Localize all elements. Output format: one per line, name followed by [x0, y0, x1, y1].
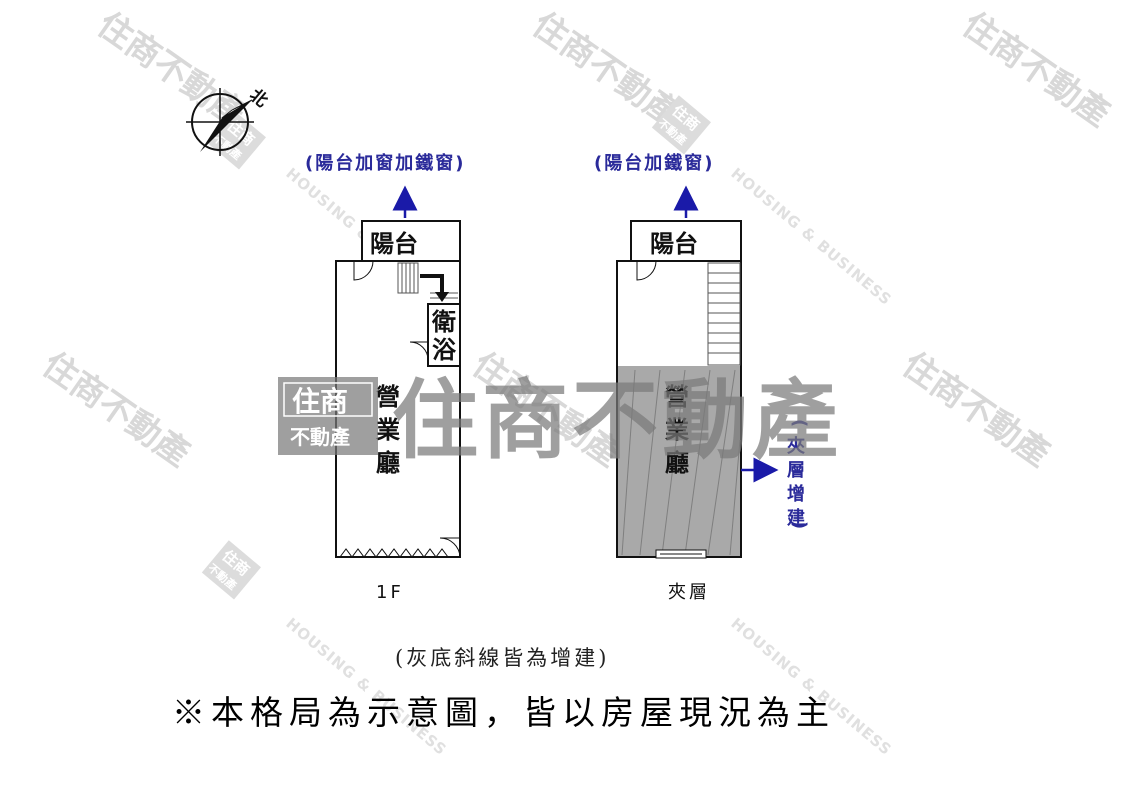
- stair-direction-arrow-icon: [420, 274, 444, 294]
- side-note-open-paren: (: [789, 419, 810, 429]
- right-balcony: [630, 220, 742, 262]
- right-floor-label: 夾層: [668, 582, 710, 603]
- compass-north-label: 北: [245, 85, 271, 111]
- watermark-english-text: HOUSING & BUSINESS: [727, 614, 895, 759]
- door-swing-icon: [439, 537, 461, 558]
- right-balcony-note: (陽台加鐵窗): [594, 152, 714, 174]
- watermark-english-text: HOUSING & BUSINESS: [727, 164, 895, 309]
- right-hall-label-line2: 業: [665, 416, 689, 444]
- left-floor-label: 1F: [376, 582, 404, 603]
- left-balcony-label: 陽台: [370, 230, 418, 258]
- watermark-logo-top: 住商: [292, 385, 348, 418]
- door-swing-icon: [353, 260, 374, 281]
- side-note-close-paren: ): [789, 521, 810, 531]
- watermark-brand-text: 住商不動產: [955, 5, 1117, 135]
- watermark-logo-small: 住商 不動產: [201, 540, 261, 600]
- door-swing-icon: [636, 260, 657, 281]
- watermark-brand-big: 住商不動產: [392, 371, 842, 471]
- right-balcony-label: 陽台: [650, 230, 698, 258]
- side-note-char-3: 增: [787, 483, 807, 505]
- left-balcony-note: (陽台加窗加鐵窗): [305, 152, 465, 174]
- side-note-char-2: 層: [787, 460, 807, 481]
- mezzanine-extension-area: [618, 366, 741, 556]
- door-swing-icon: [409, 341, 429, 361]
- left-hall-label-line1: 營: [376, 383, 400, 411]
- left-bathroom: [427, 303, 461, 367]
- compass-needle-icon: [200, 100, 252, 152]
- rolling-shutter-icon: [339, 548, 449, 558]
- right-hall-label-line3: 廳: [665, 449, 689, 477]
- front-window-icon: [655, 549, 707, 559]
- watermark-logo-small: 住商 不動產: [651, 95, 711, 155]
- right-hall-label-line1: 營: [665, 383, 689, 411]
- bathroom-label-line2: 浴: [432, 336, 457, 364]
- plan-mezzanine: (陽台加鐵窗) 陽台 營: [594, 152, 810, 603]
- center-watermark: 住商 不動產 住商不動產: [278, 371, 842, 471]
- watermark-brand-text: 住商不動產: [895, 345, 1057, 475]
- left-balcony: [361, 220, 461, 262]
- watermark-brand-text: 住商不動產: [35, 345, 197, 475]
- side-note-char-1: 夾: [787, 435, 807, 457]
- left-stairs: [397, 262, 458, 302]
- side-note-char-4: 建: [787, 507, 807, 529]
- extension-caption: (灰底斜線皆為增建): [395, 646, 609, 670]
- watermark-english-text: HOUSING & BUSINESS: [282, 614, 450, 759]
- compass-needle-tip-icon: [221, 99, 253, 119]
- layout-disclaimer: ※本格局為示意圖，皆以房屋現況為主: [172, 693, 835, 732]
- watermark-logo-bottom: 不動產: [290, 425, 350, 449]
- bathroom-label-line1: 衛: [431, 308, 456, 336]
- left-hall-label-line2: 業: [376, 416, 400, 444]
- right-stairs: [707, 262, 741, 366]
- left-hall-label-line3: 廳: [376, 449, 400, 477]
